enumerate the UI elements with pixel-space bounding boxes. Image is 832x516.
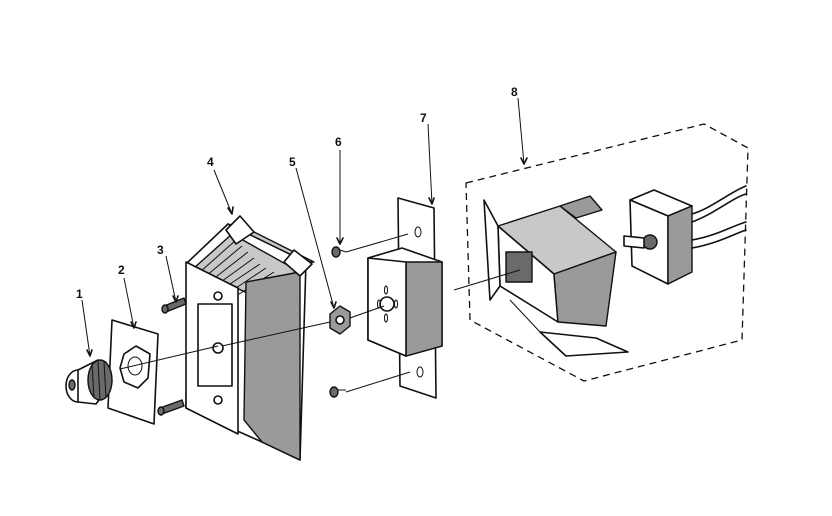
callout-8: 8	[511, 85, 518, 99]
part-2-plate	[107, 319, 159, 425]
part-1-knob	[65, 359, 113, 405]
part-7-mounting-strap	[367, 197, 443, 399]
part-3-screws	[157, 297, 187, 416]
callout-7: 7	[420, 111, 427, 125]
callout-labels: 1 2 3 4 5 6 7 8	[76, 85, 518, 301]
callout-6: 6	[335, 135, 342, 149]
leader-lines	[81, 97, 528, 357]
part-5-nut	[329, 305, 351, 335]
callout-5: 5	[289, 155, 296, 169]
callout-2: 2	[118, 263, 125, 277]
part-8-wiring-assembly	[465, 123, 749, 382]
callout-1: 1	[76, 287, 83, 301]
callout-4: 4	[207, 155, 214, 169]
assembly-lines	[119, 233, 521, 393]
part-4-housing	[185, 215, 315, 461]
callout-3: 3	[157, 243, 164, 257]
part-6-screws	[329, 246, 347, 398]
